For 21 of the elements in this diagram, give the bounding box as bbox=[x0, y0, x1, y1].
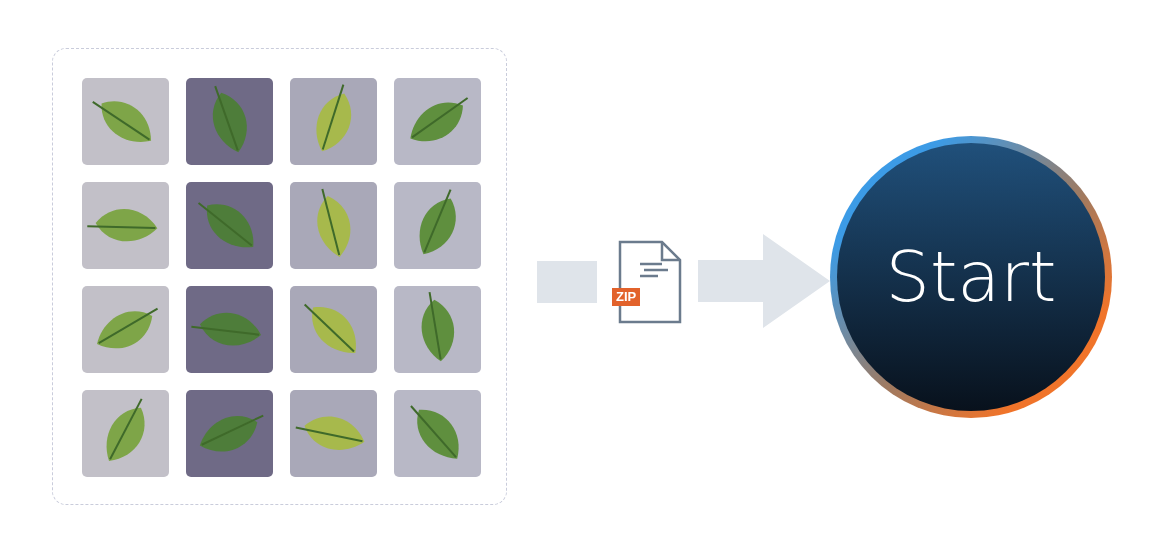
zip-label: ZIP bbox=[612, 288, 641, 306]
start-label: Start bbox=[885, 236, 1057, 318]
leaf-photo bbox=[186, 182, 273, 269]
leaf-photo bbox=[290, 78, 377, 165]
leaf-photo bbox=[186, 78, 273, 165]
leaf-photo bbox=[186, 286, 273, 373]
leaf-photo bbox=[290, 182, 377, 269]
connector-bar bbox=[537, 261, 597, 303]
leaf-photo bbox=[186, 390, 273, 477]
leaf-photo bbox=[394, 78, 481, 165]
leaf-photo bbox=[394, 286, 481, 373]
arrow bbox=[698, 234, 830, 328]
leaf-photo bbox=[82, 78, 169, 165]
leaf-photo bbox=[394, 182, 481, 269]
leaf-photo bbox=[82, 182, 169, 269]
dataset-frame bbox=[52, 48, 507, 505]
leaf-photo bbox=[290, 286, 377, 373]
leaf-photo bbox=[394, 390, 481, 477]
leaf-photo bbox=[82, 390, 169, 477]
leaf-photo bbox=[82, 286, 169, 373]
leaf-photo bbox=[290, 390, 377, 477]
